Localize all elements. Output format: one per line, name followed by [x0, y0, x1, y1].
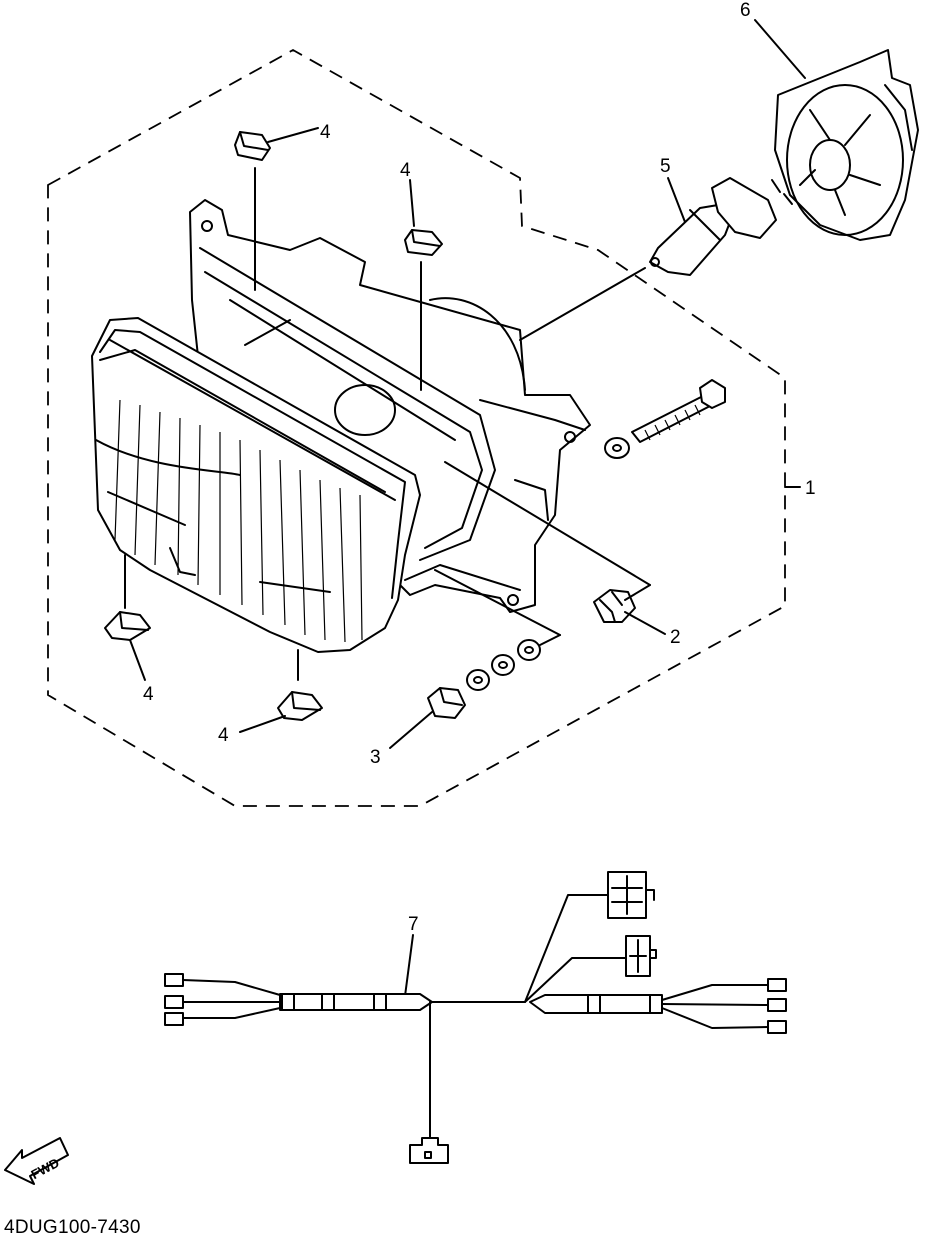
callout-2: 2	[670, 627, 681, 648]
adjusting-screw	[631, 379, 726, 443]
callout-6: 6	[740, 0, 751, 21]
diagram-code: 4DUG100-7430	[4, 1217, 141, 1238]
nut	[427, 687, 466, 719]
clip-guide-lines	[124, 167, 422, 681]
washer	[604, 437, 630, 459]
wire-harness	[164, 871, 787, 1164]
mounting-clip-top-right	[404, 229, 443, 256]
mounting-clip-bottom-left	[104, 611, 151, 641]
bulb-socket-cover	[774, 49, 919, 241]
fwd-arrow-icon: FWD	[4, 1137, 69, 1185]
callout-leaders	[129, 19, 806, 997]
assembly-guide-lines	[434, 267, 651, 646]
callout-4-bottom-left: 4	[143, 684, 154, 705]
callout-4-bottom-right: 4	[218, 725, 229, 746]
callout-4-top-left: 4	[320, 122, 331, 143]
mounting-clip-bottom-right	[277, 691, 323, 721]
spacer-set	[466, 639, 541, 691]
callout-1: 1	[805, 478, 816, 499]
callout-7: 7	[408, 914, 419, 935]
assembly-boundary	[47, 48, 786, 807]
callout-3: 3	[370, 747, 381, 768]
callout-4-top-right: 4	[400, 160, 411, 181]
headlight-lens	[91, 317, 421, 653]
grommet	[593, 589, 636, 623]
headlight-bulb	[649, 177, 793, 276]
mounting-clip-top-left	[234, 131, 271, 161]
headlight-housing	[189, 199, 591, 613]
callout-5: 5	[660, 156, 671, 177]
